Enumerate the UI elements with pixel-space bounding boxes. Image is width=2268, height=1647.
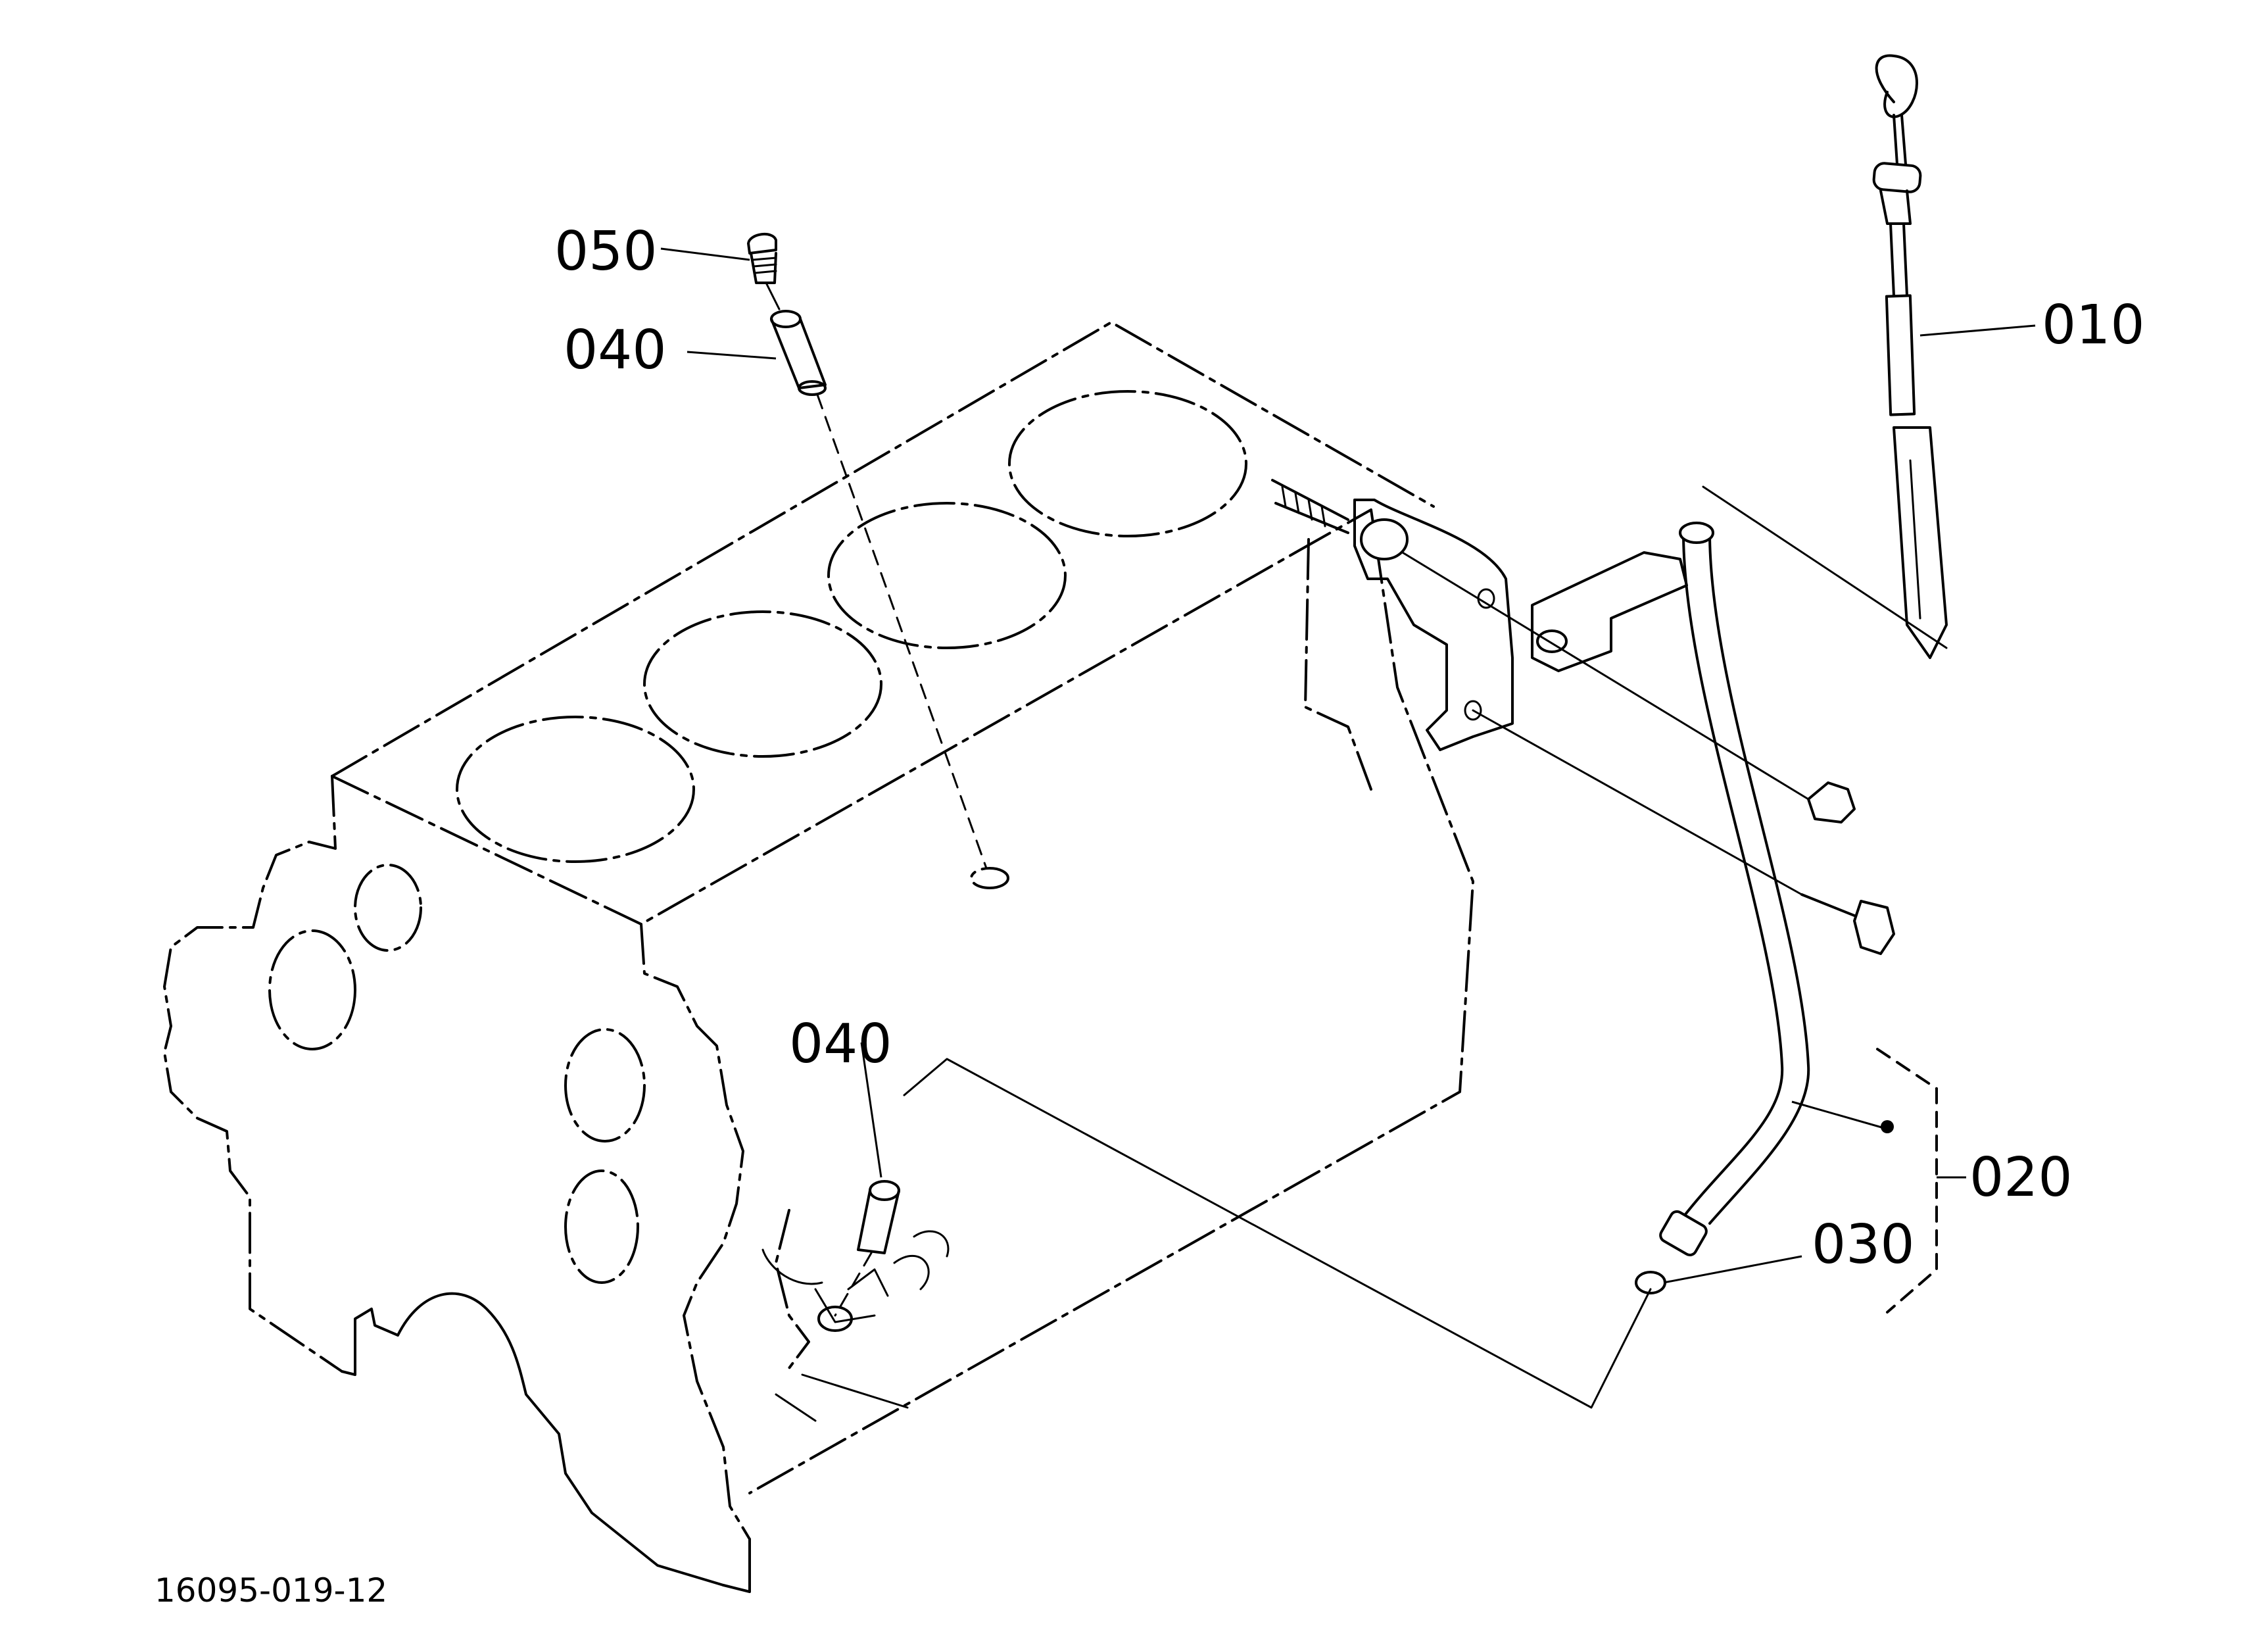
dipstick-010 [1702, 54, 1948, 659]
callout-010: 010 [2042, 294, 2145, 356]
drawing-number: 16095-019-12 [155, 1571, 387, 1610]
leader-lines [660, 247, 2036, 1314]
plug-040-top [770, 310, 988, 870]
callout-040-top: 040 [564, 319, 667, 381]
plug-040-bottom [817, 1180, 900, 1332]
callout-020: 020 [1969, 1146, 2073, 1209]
callout-030: 030 [1812, 1214, 1915, 1276]
engine-block [163, 321, 1474, 1593]
callout-040-bottom: 040 [789, 1013, 892, 1075]
dipstick-guide-020 [1271, 479, 1895, 1256]
plug-050 [747, 232, 781, 310]
callout-050: 050 [554, 220, 658, 283]
o-ring-030 [903, 1058, 1666, 1409]
